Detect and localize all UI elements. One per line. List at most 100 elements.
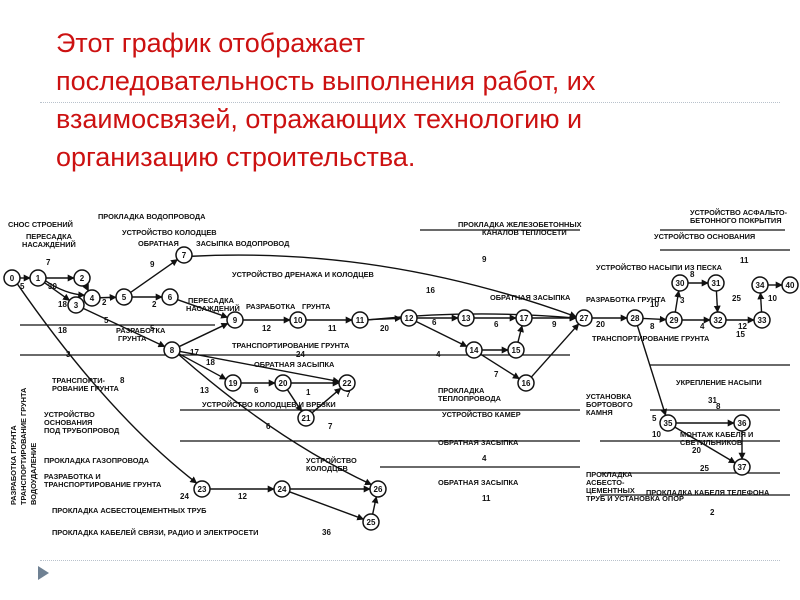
node-number-29: 29 [670, 316, 679, 325]
edge-27 [311, 387, 342, 414]
activity-label-20: ОСНОВАНИЯ [44, 418, 92, 427]
duration-31: 6 [432, 318, 437, 327]
duration-40: 12 [738, 322, 747, 331]
node-13 [457, 309, 475, 327]
node-12 [400, 309, 418, 327]
activity-label-12: РАЗРАБОТКА [116, 326, 166, 335]
duration-7: 5 [104, 316, 109, 325]
duration-29: 9 [482, 255, 487, 264]
node-29 [665, 311, 683, 329]
activity-label-38: УСТРОЙСТВО НАСЫПИ ИЗ ПЕСКА [596, 263, 723, 272]
activity-label-10: РАЗРАБОТКА [246, 302, 296, 311]
duration-33: 9 [552, 320, 557, 329]
node-number-34: 34 [756, 281, 765, 290]
node-34 [751, 276, 769, 294]
activity-label-32: ПРОКЛАДКА [438, 386, 485, 395]
node-number-19: 19 [229, 379, 238, 388]
node-35 [659, 414, 677, 432]
edge-9 [177, 299, 229, 319]
duration-1: 7 [46, 258, 51, 267]
node-32 [709, 311, 727, 329]
title-line-4: организацию строительства. [56, 142, 416, 172]
node-36 [733, 414, 751, 432]
edge-21 [517, 325, 524, 343]
node-number-33: 33 [758, 316, 767, 325]
activity-label-16: УСТРОЙСТВО КОЛОДЦЕВ И ВРЕЗКИ [202, 400, 336, 409]
edge-43 [674, 426, 736, 464]
duration-47: 10 [768, 294, 777, 303]
node-number-2: 2 [80, 274, 85, 283]
node-number-21: 21 [302, 414, 311, 423]
duration-0: 5 [20, 282, 25, 291]
duration-27: 36 [322, 528, 331, 537]
activity-label-26: ПРОКЛАДКА КАБЕЛЕЙ СВЯЗИ, РАДИО И ЭЛЕКТРО… [52, 528, 258, 537]
activity-label-30: КАНАЛОВ ТЕПЛОСЕТИ [482, 228, 567, 237]
duration-34: 4 [436, 350, 441, 359]
duration-21: 7 [346, 390, 351, 399]
node-number-6: 6 [168, 293, 173, 302]
activity-label-33: ТЕПЛОПРОВОДА [438, 394, 502, 403]
node-2 [73, 269, 91, 287]
edge-38 [713, 290, 721, 313]
duration-9: 2 [152, 300, 157, 309]
node-number-26: 26 [374, 485, 383, 494]
edge-34 [636, 325, 668, 417]
activity-label-41: УСТАНОВКА [586, 392, 632, 401]
duration-53: 5 [652, 414, 657, 423]
activity-label-28: КОЛОДЦЕВ [306, 464, 348, 473]
node-number-1: 1 [36, 274, 41, 283]
activity-label-8: ПЕРЕСАДКА [188, 296, 235, 305]
activity-label-5: ОБРАТНАЯ [138, 239, 179, 248]
edge-17 [415, 320, 468, 348]
title-line-3: взаимосвязей, отражающих технологию и [56, 104, 583, 134]
activity-label-0: СНОС СТРОЕНИЙ [8, 220, 73, 229]
duration-5: 3 [66, 350, 71, 359]
bullet-icon [38, 566, 49, 580]
node-number-36: 36 [738, 419, 747, 428]
slide-title: Этот график отображает последовательност… [56, 24, 776, 176]
edge-30 [289, 491, 365, 521]
node-number-23: 23 [198, 485, 207, 494]
duration-26: 12 [238, 492, 247, 501]
activity-label-15: ОБРАТНАЯ ЗАСЫПКА [254, 360, 335, 369]
node-19 [224, 374, 242, 392]
activity-label-2: НАСАЖДЕНИЙ [22, 240, 76, 249]
duration-37: 10 [650, 300, 659, 309]
edge-48 [178, 353, 373, 486]
duration-39: 4 [700, 322, 705, 331]
duration-14: 24 [296, 350, 305, 359]
node-number-8: 8 [170, 346, 175, 355]
activity-label-45: СВЕТИЛЬНИКОВ [680, 438, 742, 447]
activity-label-53: УСТРОЙСТВО ОСНОВАНИЯ [654, 232, 755, 241]
edge-4 [82, 283, 90, 292]
activity-label-36: ОБРАТНАЯ ЗАСЫПКА [438, 478, 519, 487]
node-16 [517, 374, 535, 392]
node-number-4: 4 [90, 294, 95, 303]
node-number-10: 10 [294, 316, 303, 325]
node-9 [226, 311, 244, 329]
node-22 [338, 374, 356, 392]
edge-3 [45, 280, 86, 299]
activity-label-3: ПРОКЛАДКА ВОДОПРОВОДА [98, 212, 206, 221]
duration-17: 8 [120, 376, 125, 385]
edge-22 [530, 323, 580, 378]
duration-15: 17 [190, 348, 199, 357]
title-divider [40, 102, 780, 103]
duration-11: 12 [262, 324, 271, 333]
duration-43: 10 [652, 430, 661, 439]
duration-6: 2 [102, 298, 107, 307]
edge-7 [130, 259, 179, 293]
activity-label-1: ПЕРЕСАДКА [26, 232, 73, 241]
edge-40 [757, 292, 765, 313]
node-24 [273, 480, 291, 498]
edge-11 [178, 353, 227, 380]
node-20 [274, 374, 292, 392]
node-number-27: 27 [580, 314, 589, 323]
activity-label-22: ПРОКЛАДКА ГАЗОПРОВОДА [44, 456, 150, 465]
duration-18: 13 [200, 386, 209, 395]
activity-label-13: ГРУНТА [118, 334, 147, 343]
node-number-13: 13 [462, 314, 471, 323]
activity-label-51: УСТРОЙСТВО АСФАЛЬТО- [690, 208, 788, 217]
edge-5 [82, 307, 166, 348]
